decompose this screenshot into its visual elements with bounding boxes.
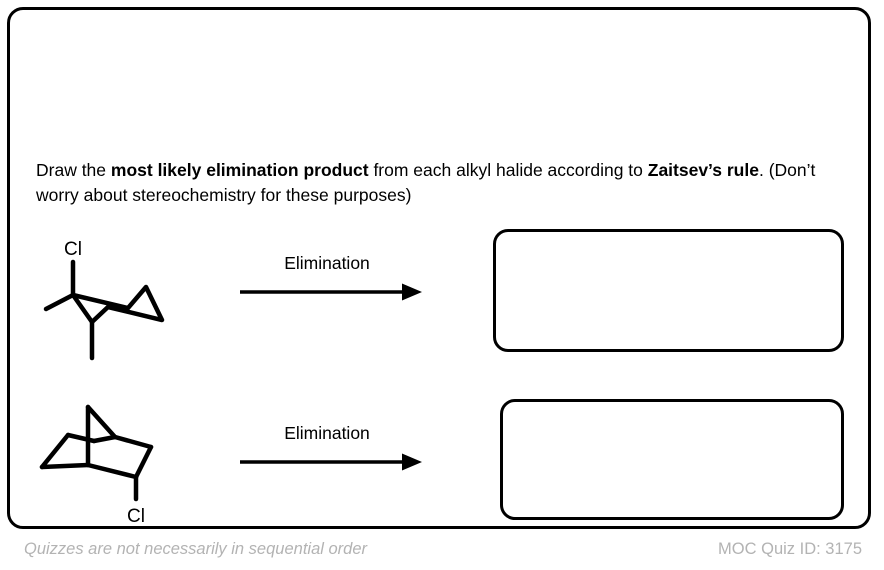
reaction-arrow-group-2: Elimination [232, 423, 422, 483]
atom-label-cl: Cl [127, 506, 145, 527]
answer-box-1[interactable] [493, 229, 844, 352]
prompt-bold-2: Zaitsev’s rule [647, 160, 759, 180]
quiz-prompt: Draw the most likely elimination product… [36, 158, 826, 208]
answer-box-2[interactable] [500, 399, 844, 520]
footer: Quizzes are not necessarily in sequentia… [0, 536, 884, 570]
prompt-text-2: from each alkyl halide according to [368, 160, 648, 180]
reaction-arrow-icon-2 [240, 453, 422, 471]
arrow-label-elimination-2: Elimination [284, 423, 370, 443]
structure-chlorodimethylcyclohexane: Cl [28, 215, 218, 365]
quiz-card: Draw the most likely elimination product… [7, 7, 871, 529]
quiz-row-2: Cl Elimination [10, 385, 874, 535]
footer-quiz-id: MOC Quiz ID: 3175 [718, 540, 862, 558]
prompt-bold-1: most likely elimination product [110, 160, 369, 180]
reaction-arrow-icon-1 [240, 283, 422, 301]
structure-chloronorbornane: Cl [28, 385, 218, 535]
quiz-row-1: Cl Elimination [10, 215, 874, 365]
prompt-text-1: Draw the [36, 160, 111, 180]
prompt-text-3: . (Don’t worry about stereochemistry for… [36, 160, 816, 205]
arrow-label-elimination-1: Elimination [284, 253, 370, 273]
reaction-arrow-group-1: Elimination [232, 253, 422, 313]
atom-label-cl: Cl [64, 239, 82, 260]
footer-note: Quizzes are not necessarily in sequentia… [24, 540, 368, 558]
